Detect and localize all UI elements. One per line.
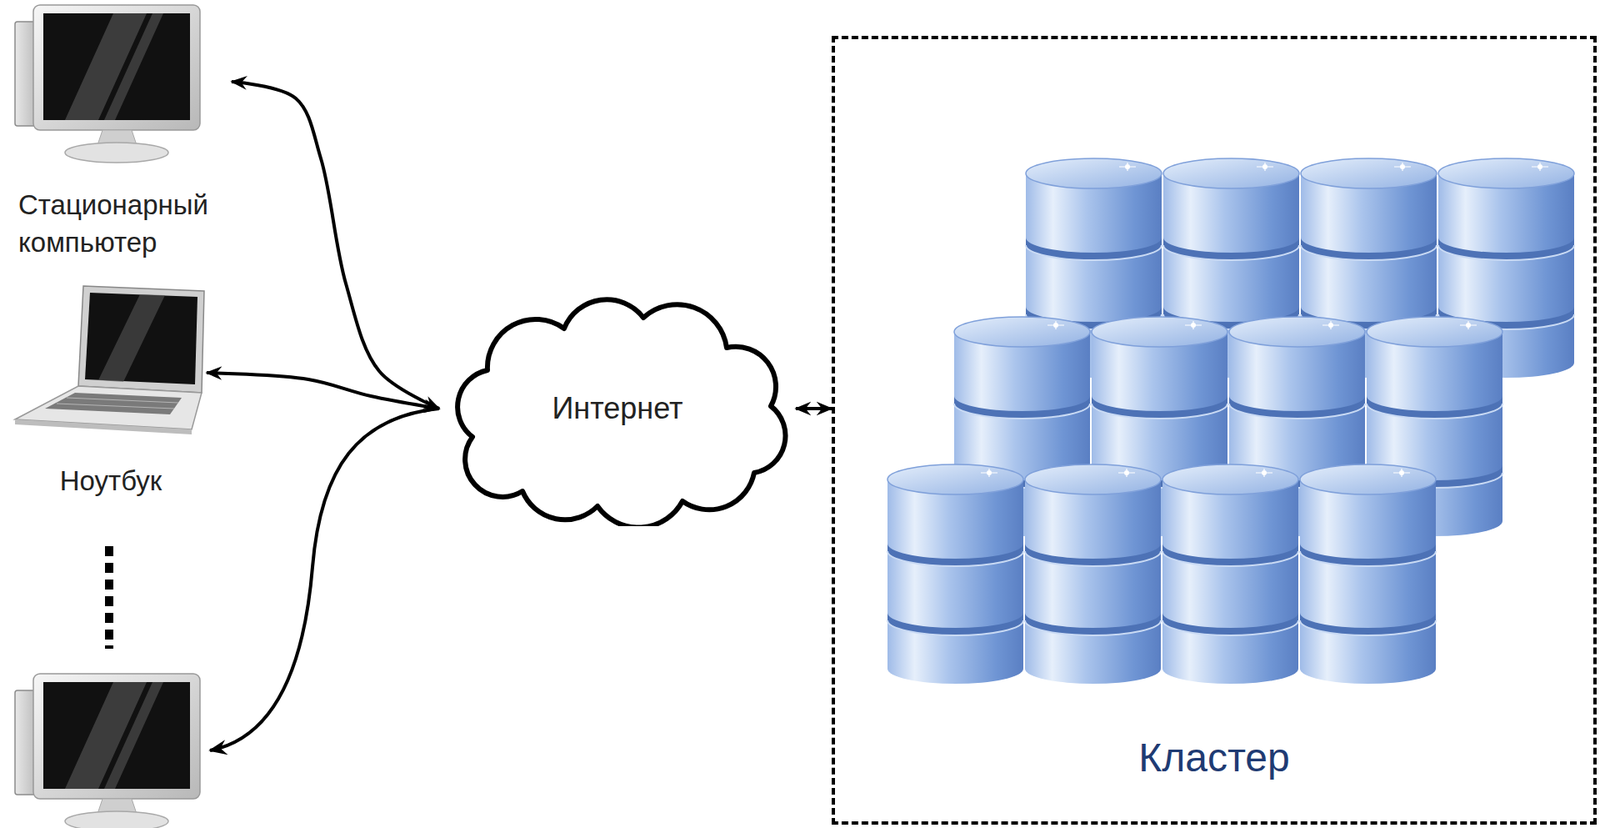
ellipsis-dots xyxy=(105,545,114,649)
cluster-region: Кластер xyxy=(831,35,1597,825)
desktop-icon xyxy=(15,673,200,828)
cloud-label: Интернет xyxy=(543,388,691,430)
computer-node: Стационарный компьютер xyxy=(15,5,232,261)
laptop-icon xyxy=(15,285,205,435)
cluster-label: Кластер xyxy=(835,730,1594,785)
connection-arrow xyxy=(206,372,440,409)
connection-arrow xyxy=(795,406,832,410)
laptop-node: Ноутбук xyxy=(15,285,207,500)
server-cylinders xyxy=(887,158,1575,684)
cloud-outline-path xyxy=(457,299,785,526)
desktop-icon xyxy=(15,5,200,163)
internet-cloud: Интернет xyxy=(439,290,796,526)
device-label: Ноутбук xyxy=(18,462,204,500)
connection-arrow xyxy=(231,81,440,409)
connection-arrow xyxy=(210,408,440,750)
device-label: Стационарный компьютер xyxy=(18,186,227,261)
